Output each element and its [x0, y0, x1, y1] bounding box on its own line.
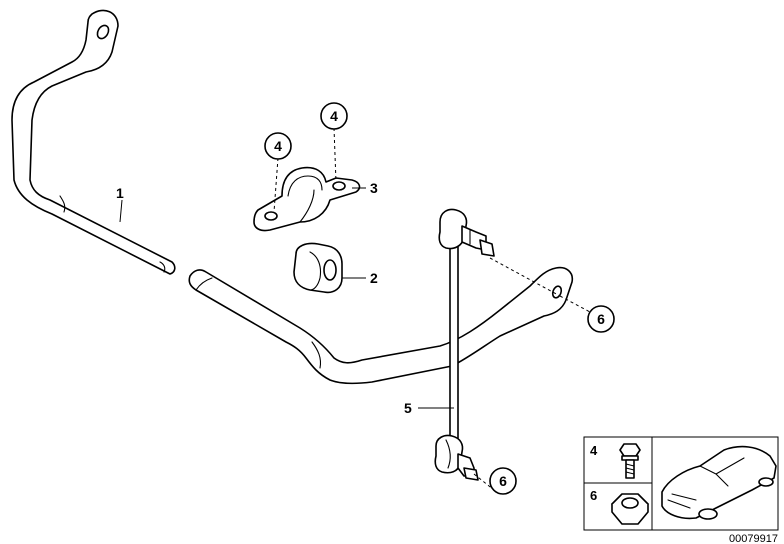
bolt-icon [619, 443, 641, 479]
callout-2: 2 [370, 270, 378, 286]
callout-1-label: 1 [116, 185, 124, 201]
car-icon [661, 445, 777, 520]
rubber-mounting [293, 242, 343, 294]
callout-3-label: 3 [370, 180, 378, 196]
reference-label-4: 4 [590, 443, 598, 458]
callout-1: 1 [116, 185, 124, 201]
callout-4-left-label: 4 [274, 138, 282, 154]
stabilizer-bar-left [11, 9, 176, 275]
callout-6-lower-label: 6 [499, 473, 507, 489]
bracket [253, 166, 361, 232]
callout-4-left: 4 [264, 132, 292, 160]
link-rod [434, 208, 495, 481]
callout-2-label: 2 [370, 270, 378, 286]
reference-label-6: 6 [590, 488, 597, 503]
nut-icon [611, 493, 649, 525]
callout-3: 3 [370, 180, 378, 196]
callout-6-lower: 6 [489, 467, 517, 495]
callout-4-top-label: 4 [330, 108, 338, 124]
stabilizer-bar-right [188, 266, 574, 385]
callout-4-top: 4 [320, 102, 348, 130]
leader-lines [119, 127, 591, 491]
callout-5: 5 [404, 400, 412, 416]
reference-box: 4 6 00079917 [583, 436, 779, 544]
callout-5-label: 5 [404, 400, 412, 416]
callout-6-upper-label: 6 [597, 311, 605, 327]
callout-6-upper: 6 [587, 305, 615, 333]
document-number: 00079917 [729, 533, 778, 544]
